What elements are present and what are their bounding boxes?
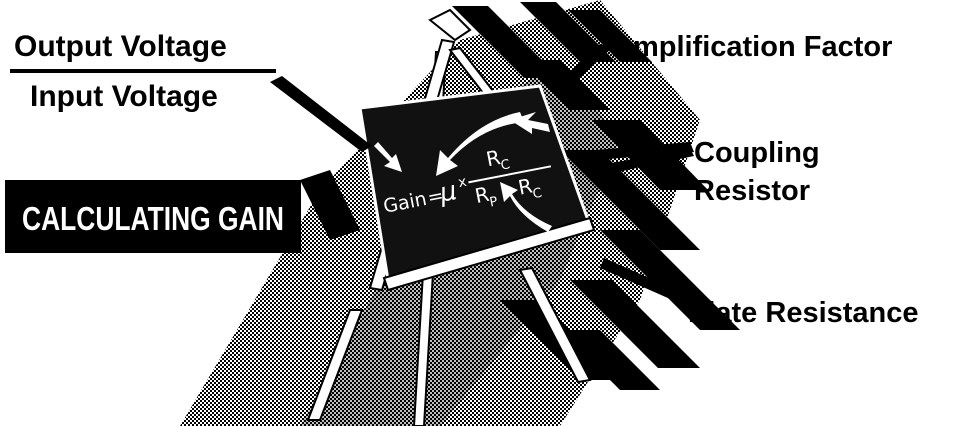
voltage-fraction: Output Voltage Input Voltage — [10, 30, 276, 113]
page-title: CALCULATING GAIN — [22, 200, 284, 237]
label-amplification-factor: Amplification Factor — [612, 31, 892, 63]
fraction-numerator: Output Voltage — [14, 30, 227, 63]
pointer-fraction — [270, 76, 372, 152]
fraction-denominator: Input Voltage — [30, 80, 218, 113]
fraction-line — [10, 69, 276, 73]
label-plate-resistance: Plate Resistance — [688, 297, 919, 329]
label-coupling-line1: Coupling — [694, 137, 820, 169]
title-badge: CALCULATING GAIN — [5, 180, 301, 253]
label-coupling-line2: Resistor — [694, 175, 810, 207]
